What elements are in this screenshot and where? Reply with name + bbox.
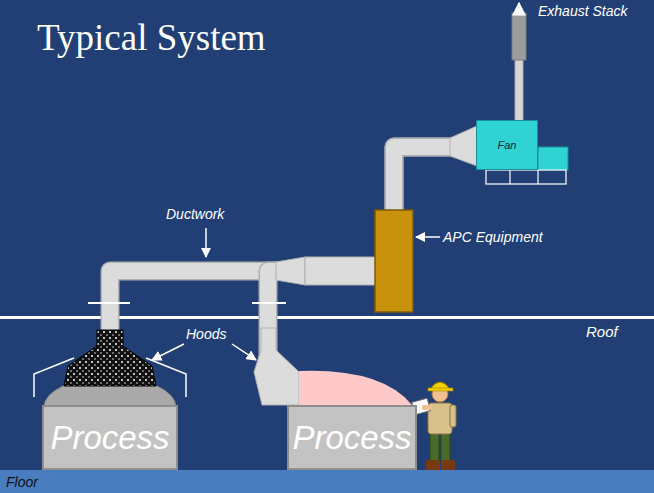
roof-line [0, 316, 654, 319]
process-box: Process [287, 405, 417, 470]
process-box: Process [42, 405, 178, 470]
exhaust-arrow [518, 3, 520, 12]
duct-section [305, 257, 377, 285]
hood-skirt [34, 358, 74, 397]
hood [64, 330, 156, 386]
leader-line [232, 344, 256, 360]
fan-motor [538, 147, 568, 170]
roof-penetration [88, 302, 130, 304]
node-text: Process [50, 419, 169, 457]
duct-reducer [276, 257, 305, 285]
duct-connector [268, 147, 476, 405]
leader-line [205, 228, 207, 257]
roof-penetration [252, 302, 286, 304]
node-text: Process [292, 419, 411, 457]
hood [254, 328, 299, 405]
duct-outline [268, 147, 476, 405]
worker-leg [441, 432, 450, 462]
worker-leg [430, 432, 439, 462]
duct-outline [110, 147, 476, 405]
node-text: Fan [498, 139, 517, 151]
floor-label: Floor [6, 474, 38, 490]
fan-stand [509, 170, 510, 184]
leader-line [416, 236, 440, 238]
stack-label: Exhaust Stack [538, 3, 628, 19]
part-label: APC Equipment [443, 229, 543, 245]
worker-boot [441, 460, 455, 470]
part-label: Hoods [186, 326, 226, 342]
worker-boot [426, 460, 440, 470]
fan-stand [486, 170, 566, 184]
diagram-title: Typical System [37, 16, 266, 59]
roof-label: Roof [586, 323, 618, 340]
worker-figure [412, 382, 456, 470]
exhaust-stack [512, 13, 526, 60]
part-label: Ductwork [166, 206, 224, 222]
duct-reducer [450, 126, 477, 166]
floor-band [0, 470, 654, 493]
leader-line [152, 344, 184, 360]
duct-body [110, 147, 476, 405]
duct-connector [110, 147, 476, 405]
worker-hand [422, 405, 432, 410]
hard-hat-brim [428, 388, 453, 391]
worker-arm [450, 405, 456, 427]
hood-skirt [146, 358, 186, 397]
apc-unit [375, 210, 413, 312]
fan-housing: Fan [476, 120, 538, 170]
stack-pipe [515, 58, 523, 122]
duct-body [268, 147, 476, 405]
emission-plume [299, 371, 412, 405]
fan-stand [537, 170, 538, 184]
